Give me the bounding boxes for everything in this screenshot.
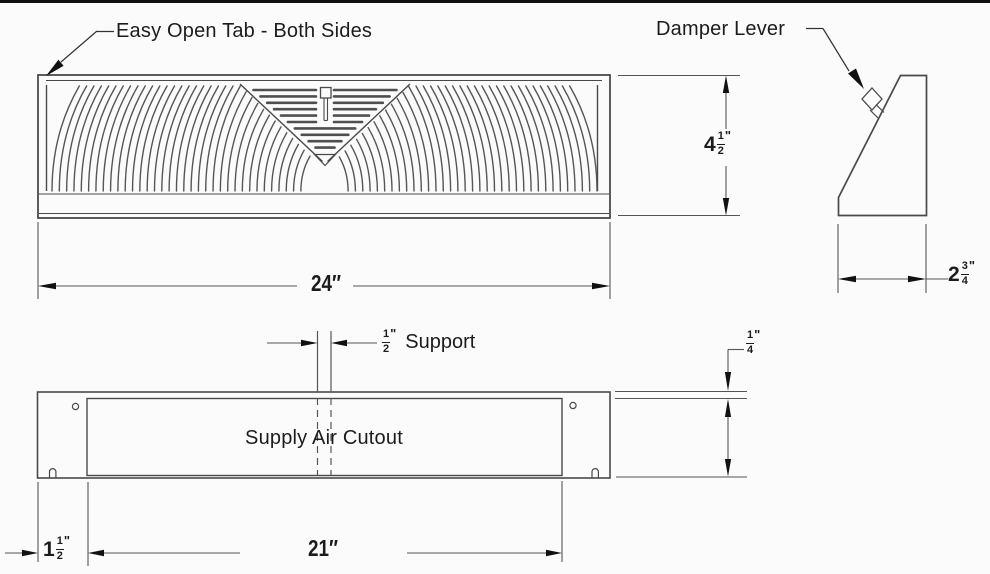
arrowhead-icon xyxy=(88,549,104,557)
screw-hole-left xyxy=(71,402,80,411)
front-view-outline xyxy=(37,74,611,219)
keyhole-slot-left xyxy=(48,468,57,478)
damper-lever xyxy=(861,87,885,119)
center-triangle xyxy=(313,153,337,167)
arrowhead-icon xyxy=(722,198,730,216)
arrowhead-icon xyxy=(724,399,732,417)
dimension-flange xyxy=(615,348,747,478)
inch-mark: " xyxy=(724,128,731,143)
arrowhead-icon xyxy=(724,459,732,477)
width-dimension-label: 24″ xyxy=(310,270,342,296)
dimension-height xyxy=(618,74,740,217)
arrowhead-icon xyxy=(722,75,730,93)
inch-mark: " xyxy=(754,327,761,342)
dim-whole: 2 xyxy=(948,262,960,286)
dim-whole: 1 xyxy=(43,537,55,561)
arrowhead-icon xyxy=(301,339,318,347)
arrowhead-icon xyxy=(908,275,926,283)
inch-mark: " xyxy=(390,326,397,341)
keyhole-slot-right xyxy=(591,468,599,478)
supply-air-cutout-label: Supply Air Cutout xyxy=(245,427,403,449)
grille-center-chevrons xyxy=(252,88,398,149)
supply-air-cutout-outline xyxy=(86,397,563,477)
leader-arrowhead-icon xyxy=(46,59,64,76)
cutout-width-dimension-label: 21″ xyxy=(307,535,339,561)
arrowhead-icon xyxy=(546,549,562,557)
arrowhead-icon xyxy=(22,549,38,557)
arrowhead-icon xyxy=(38,282,56,290)
dimension-support xyxy=(267,339,377,347)
dim-whole: 4 xyxy=(704,132,716,156)
page-top-border xyxy=(0,0,990,3)
grille-left-fan xyxy=(51,85,311,192)
screw-hole-right xyxy=(569,401,577,410)
easy-open-leader xyxy=(46,30,114,76)
center-support xyxy=(316,331,332,475)
dimension-24 xyxy=(37,222,611,299)
support-word: Support xyxy=(405,331,476,354)
damper-lever-leader xyxy=(806,27,864,89)
inch-mark: " xyxy=(968,258,975,273)
inch-mark: " xyxy=(63,533,70,548)
back-panel-outline xyxy=(36,391,611,479)
damper-lever-label: Damper Lever xyxy=(656,18,786,40)
easy-open-tab-label: Easy Open Tab - Both Sides xyxy=(116,20,373,42)
arrowhead-icon xyxy=(724,372,732,391)
arrowhead-icon xyxy=(838,275,856,283)
arrowhead-icon xyxy=(331,339,347,347)
grille-right-fan xyxy=(338,85,598,192)
side-view-outline xyxy=(837,74,928,217)
dimension-cutout-width xyxy=(5,481,563,566)
leader-arrowhead-icon xyxy=(848,68,864,89)
arrowhead-icon xyxy=(592,282,610,290)
damper-slide-knob xyxy=(319,86,332,122)
dimension-depth xyxy=(837,224,948,293)
